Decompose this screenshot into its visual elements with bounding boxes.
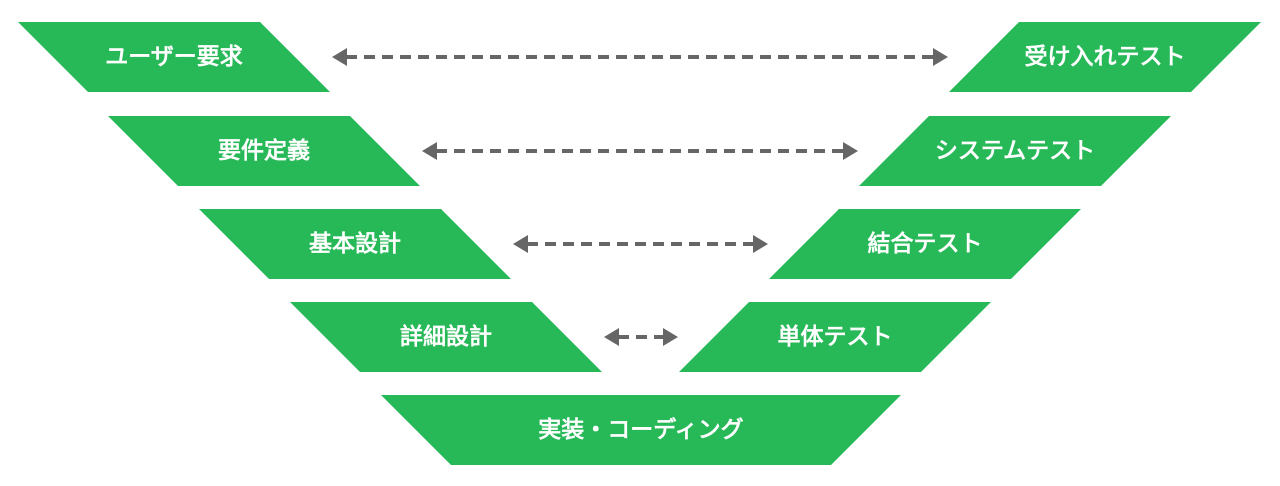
connector-detailed-design-unit-test — [604, 328, 678, 346]
connector-user-requirements-acceptance-test — [332, 48, 948, 66]
connector-1-left-arrowhead — [332, 48, 347, 66]
left-stage-user-requirements: ユーザー要求 — [18, 22, 330, 92]
left-stage-2-box — [108, 116, 420, 186]
right-stage-1-box — [949, 22, 1261, 92]
right-stage-4-label: 単体テスト — [778, 323, 893, 350]
connector-requirements-definition-system-test — [422, 142, 858, 160]
right-stage-4-box — [679, 302, 991, 372]
right-stage-3-box — [769, 209, 1081, 279]
left-stage-3-label: 基本設計 — [309, 230, 401, 257]
connector-2-right-arrowhead — [843, 142, 858, 160]
left-stage-4-label: 詳細設計 — [400, 323, 492, 350]
right-stage-1-label: 受け入れテスト — [1025, 43, 1186, 70]
right-stage-2-box — [859, 116, 1171, 186]
right-stage-acceptance-test: 受け入れテスト — [949, 22, 1261, 92]
left-stage-4-box — [290, 302, 602, 372]
right-stage-system-test: システムテスト — [859, 116, 1171, 186]
bottom-stage-implementation: 実装・コーディング — [381, 395, 901, 465]
connector-basic-design-integration-test — [513, 235, 768, 253]
right-stage-2-label: システムテスト — [935, 138, 1095, 164]
connector-3-right-arrowhead — [753, 235, 768, 253]
connector-3-left-arrowhead — [513, 235, 528, 253]
left-stage-1-label: ユーザー要求 — [105, 44, 243, 70]
left-stage-3-box — [199, 209, 511, 279]
connector-1-right-arrowhead — [933, 48, 948, 66]
left-stage-requirements-definition: 要件定義 — [108, 116, 420, 186]
right-stage-unit-test: 単体テスト — [679, 302, 991, 372]
left-stage-basic-design: 基本設計 — [199, 209, 511, 279]
left-stage-2-label: 要件定義 — [218, 137, 310, 164]
bottom-stage-label: 実装・コーディング — [538, 416, 743, 443]
bottom-stage-box — [381, 395, 901, 465]
right-stage-integration-test: 結合テスト — [769, 209, 1081, 279]
connector-2-left-arrowhead — [422, 142, 437, 160]
right-stage-3-label: 結合テスト — [868, 230, 983, 257]
connector-4-right-arrowhead — [663, 328, 678, 346]
connector-4-left-arrowhead — [604, 328, 619, 346]
left-stage-detailed-design: 詳細設計 — [290, 302, 602, 372]
left-stage-1-box — [18, 22, 330, 92]
